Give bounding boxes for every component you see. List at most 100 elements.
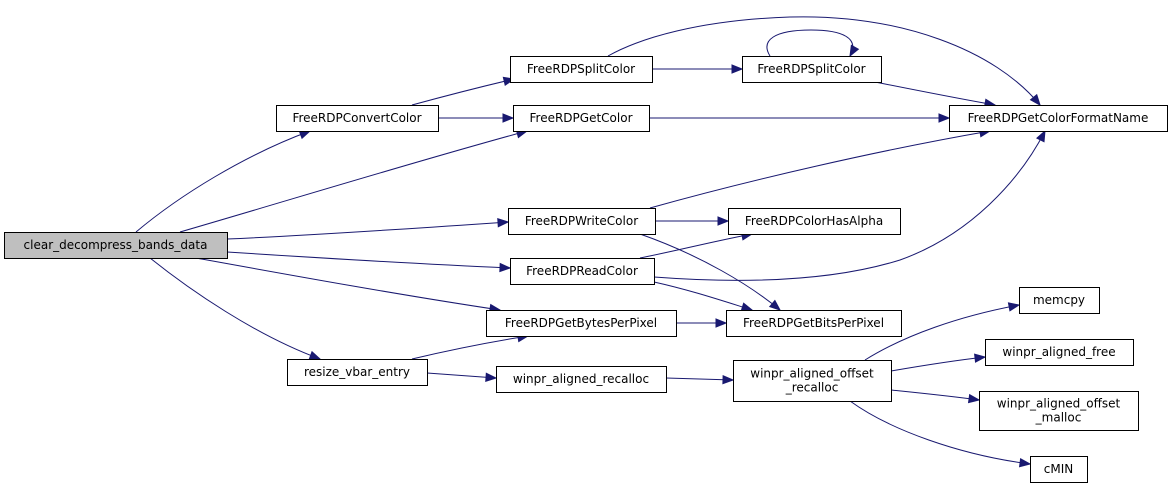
- arrowhead-FreeRDPWriteColor-to-FreeRDPColorHasAlpha: [717, 216, 730, 226]
- edge-clear_decompress_bands_data-to-FreeRDPWriteColor: [226, 221, 509, 240]
- node-box: [496, 366, 667, 393]
- arrowhead-winpr_aligned_recalloc-to-winpr_aligned_offset_recalloc: [722, 374, 735, 385]
- edges-layer: [135, 16, 1046, 468]
- node-box: [949, 105, 1168, 132]
- edge-winpr_aligned_offset_recalloc-to-winpr_aligned_free: [890, 356, 986, 372]
- node-label: cMIN: [1044, 462, 1073, 476]
- node-winpr_aligned_offset_recalloc[interactable]: winpr_aligned_offset_recalloc: [733, 360, 892, 402]
- node-winpr_aligned_free[interactable]: winpr_aligned_free: [985, 339, 1134, 366]
- arrowhead-winpr_aligned_offset_recalloc-to-cMIN: [1018, 457, 1032, 468]
- edge-FreeRDPSplitColor1-to-FreeRDPGetColorFormatName: [607, 16, 1041, 106]
- node-label: winpr_aligned_offset: [750, 367, 874, 381]
- node-label: FreeRDPGetColorFormatName: [968, 111, 1149, 125]
- node-label: clear_decompress_bands_data: [24, 238, 208, 252]
- arrowhead-FreeRDPSplitColor1-to-FreeRDPSplitColor2: [731, 64, 744, 74]
- node-FreeRDPGetBytesPerPixel[interactable]: FreeRDPGetBytesPerPixel: [486, 310, 677, 337]
- node-box: [1030, 456, 1088, 483]
- node-FreeRDPSplitColor2[interactable]: FreeRDPSplitColor: [742, 56, 882, 83]
- arrowhead-FreeRDPReadColor-to-FreeRDPGetBitsPerPixel: [740, 302, 754, 312]
- node-box: [276, 105, 439, 132]
- edge-resize_vbar_entry-to-winpr_aligned_recalloc: [426, 372, 497, 379]
- node-box: [985, 339, 1134, 366]
- node-box: [733, 360, 892, 402]
- edge-clear_decompress_bands_data-to-FreeRDPReadColor: [226, 251, 511, 269]
- node-label: FreeRDPColorHasAlpha: [745, 214, 883, 228]
- node-label: FreeRDPWriteColor: [525, 214, 638, 228]
- arrowhead-resize_vbar_entry-to-winpr_aligned_recalloc: [485, 372, 498, 382]
- node-box: [486, 310, 677, 337]
- node-winpr_aligned_recalloc[interactable]: winpr_aligned_recalloc: [496, 366, 667, 393]
- node-label: FreeRDPReadColor: [526, 264, 638, 278]
- edge-FreeRDPWriteColor-to-FreeRDPGetColorFormatName: [649, 130, 991, 209]
- node-label: resize_vbar_entry: [304, 365, 410, 379]
- edge-FreeRDPWriteColor-to-FreeRDPGetBitsPerPixel: [639, 233, 781, 311]
- node-memcpy[interactable]: memcpy: [1019, 287, 1100, 314]
- node-label: winpr_aligned_recalloc: [513, 372, 649, 386]
- node-box: [513, 105, 650, 132]
- node-box: [1019, 287, 1100, 314]
- arrowhead-FreeRDPSplitColor1-to-FreeRDPGetColorFormatName: [1029, 93, 1041, 107]
- node-label: _recalloc: [785, 381, 839, 395]
- arrowhead-FreeRDPReadColor-to-FreeRDPGetColorFormatName: [1036, 129, 1046, 143]
- edge-clear_decompress_bands_data-to-FreeRDPGetColor: [179, 130, 528, 233]
- node-label: FreeRDPSplitColor: [757, 62, 865, 76]
- nodes-layer: clear_decompress_bands_data FreeRDPConver…: [4, 56, 1168, 483]
- arrowhead-winpr_aligned_offset_recalloc-to-memcpy: [1007, 302, 1021, 312]
- node-FreeRDPReadColor[interactable]: FreeRDPReadColor: [510, 258, 655, 285]
- node-resize_vbar_entry[interactable]: resize_vbar_entry: [287, 359, 428, 386]
- edge-FreeRDPReadColor-to-FreeRDPGetBitsPerPixel: [653, 281, 753, 311]
- node-FreeRDPConvertColor[interactable]: FreeRDPConvertColor: [276, 105, 439, 132]
- edge-FreeRDPSplitColor2-to-FreeRDPSplitColor2: [766, 29, 854, 57]
- edge-winpr_aligned_offset_recalloc-to-cMIN: [849, 400, 1031, 465]
- edge-FreeRDPConvertColor-to-FreeRDPSplitColor1: [411, 78, 515, 106]
- node-box: [508, 208, 656, 235]
- node-FreeRDPGetColorFormatName[interactable]: FreeRDPGetColorFormatName: [949, 105, 1168, 132]
- node-box: [728, 208, 901, 235]
- node-winpr_aligned_offset_malloc[interactable]: winpr_aligned_offset_malloc: [979, 391, 1139, 431]
- edge-winpr_aligned_offset_recalloc-to-winpr_aligned_offset_malloc: [890, 389, 980, 401]
- node-FreeRDPWriteColor[interactable]: FreeRDPWriteColor: [508, 208, 656, 235]
- node-FreeRDPGetBitsPerPixel[interactable]: FreeRDPGetBitsPerPixel: [726, 310, 902, 337]
- arrowhead-clear_decompress_bands_data-to-FreeRDPReadColor: [499, 262, 512, 273]
- edge-clear_decompress_bands_data-to-FreeRDPConvertColor: [135, 130, 311, 233]
- arrowhead-FreeRDPConvertColor-to-FreeRDPGetColor: [502, 113, 515, 123]
- edge-FreeRDPSplitColor2-to-FreeRDPGetColorFormatName: [874, 81, 996, 106]
- node-label: winpr_aligned_offset: [997, 397, 1121, 411]
- node-FreeRDPColorHasAlpha[interactable]: FreeRDPColorHasAlpha: [728, 208, 901, 235]
- node-label: _malloc: [1035, 411, 1082, 425]
- node-box: [510, 258, 655, 285]
- arrowhead-winpr_aligned_offset_recalloc-to-winpr_aligned_free: [974, 353, 987, 363]
- arrowhead-winpr_aligned_offset_recalloc-to-winpr_aligned_offset_malloc: [967, 393, 981, 404]
- edge-winpr_aligned_offset_recalloc-to-memcpy: [864, 304, 1020, 361]
- node-box: [979, 391, 1139, 431]
- node-box: [510, 56, 653, 83]
- node-label: FreeRDPGetColor: [530, 111, 633, 125]
- node-label: FreeRDPGetBitsPerPixel: [743, 316, 884, 330]
- node-clear_decompress_bands_data[interactable]: clear_decompress_bands_data: [4, 232, 228, 259]
- node-label: memcpy: [1033, 293, 1085, 307]
- edge-clear_decompress_bands_data-to-resize_vbar_entry: [149, 257, 321, 360]
- arrowhead-FreeRDPSplitColor2-to-FreeRDPSplitColor2: [849, 44, 860, 58]
- node-cMIN[interactable]: cMIN: [1030, 456, 1088, 483]
- arrowhead-clear_decompress_bands_data-to-resize_vbar_entry: [308, 350, 322, 360]
- arrowhead-FreeRDPWriteColor-to-FreeRDPGetBitsPerPixel: [768, 299, 782, 311]
- edge-FreeRDPReadColor-to-FreeRDPColorHasAlpha: [639, 233, 753, 259]
- node-box: [726, 310, 902, 337]
- edge-resize_vbar_entry-to-FreeRDPGetBytesPerPixel: [411, 335, 529, 360]
- node-label: winpr_aligned_free: [1002, 345, 1115, 359]
- node-FreeRDPGetColor[interactable]: FreeRDPGetColor: [513, 105, 650, 132]
- node-box: [287, 359, 428, 386]
- node-box: [742, 56, 882, 83]
- node-label: FreeRDPConvertColor: [292, 111, 421, 125]
- edge-winpr_aligned_recalloc-to-winpr_aligned_offset_recalloc: [665, 377, 734, 381]
- node-box: [4, 232, 228, 259]
- arrowhead-FreeRDPGetBytesPerPixel-to-FreeRDPGetBitsPerPixel: [715, 318, 728, 328]
- arrowhead-FreeRDPGetColor-to-FreeRDPGetColorFormatName: [938, 113, 951, 123]
- node-label: FreeRDPSplitColor: [527, 62, 635, 76]
- edge-FreeRDPReadColor-to-FreeRDPGetColorFormatName: [653, 130, 1046, 281]
- node-label: FreeRDPGetBytesPerPixel: [505, 316, 657, 330]
- arrowhead-clear_decompress_bands_data-to-FreeRDPWriteColor: [497, 217, 510, 228]
- edge-clear_decompress_bands_data-to-FreeRDPGetBytesPerPixel: [195, 257, 501, 311]
- node-FreeRDPSplitColor1[interactable]: FreeRDPSplitColor: [510, 56, 653, 83]
